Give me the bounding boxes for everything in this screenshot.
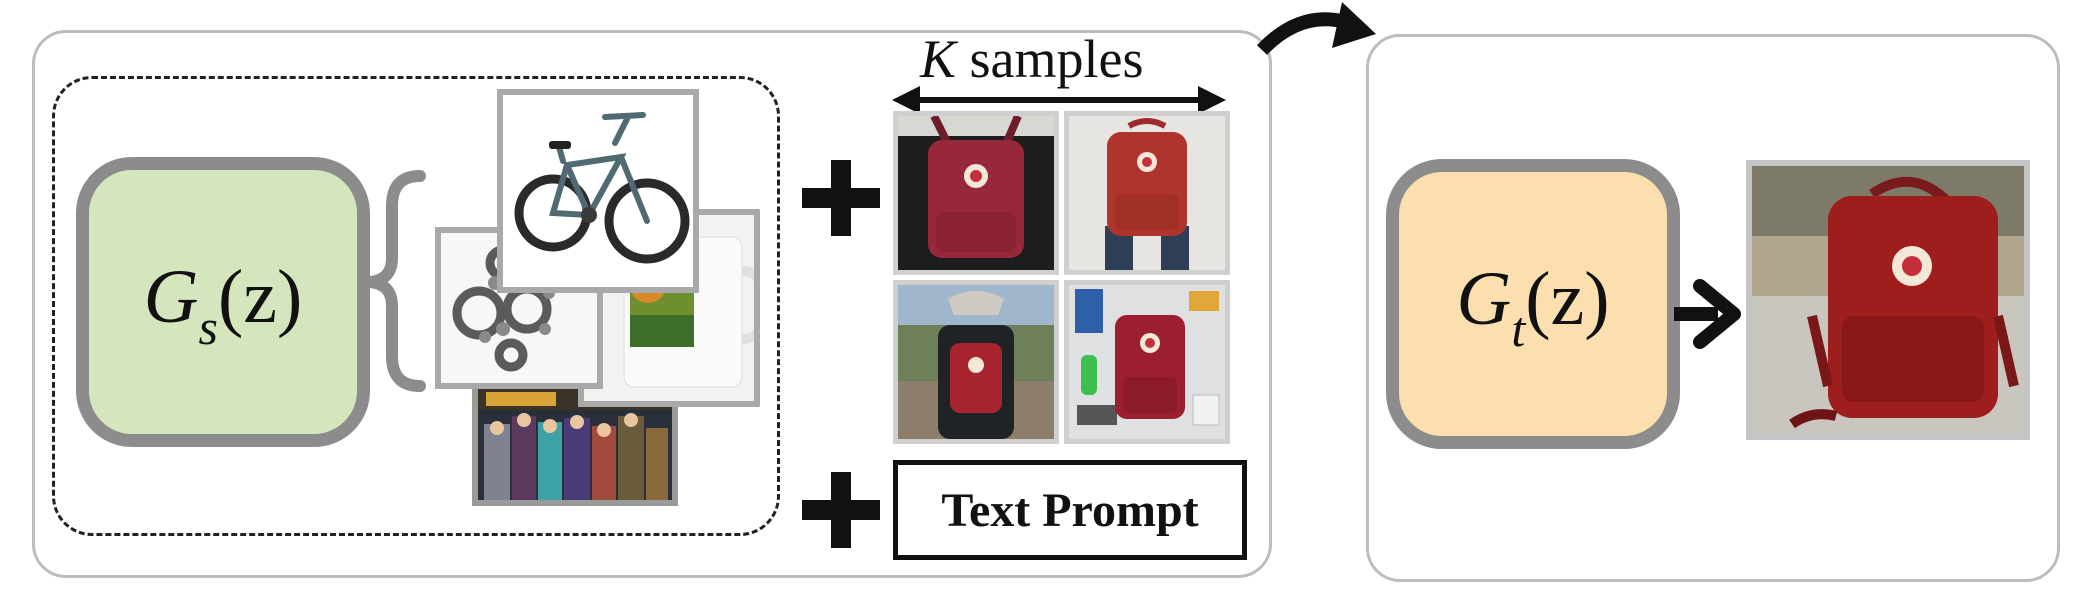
target-generator-label: Gt(z) (1456, 256, 1610, 357)
backpack-held-image (1069, 116, 1225, 270)
generated-backpack-image (1752, 166, 2024, 434)
backpack-flatlay-image (1069, 285, 1225, 439)
text-prompt-box: Text Prompt (893, 460, 1247, 560)
sample-image-4 (1064, 280, 1230, 444)
sample-image-2 (1064, 111, 1230, 275)
sample-image-3 (893, 280, 1059, 444)
curved-arrow-head (1332, 2, 1376, 48)
gs-base: G (143, 254, 199, 339)
gt-subscript: t (1511, 301, 1526, 358)
plus-icon (802, 160, 880, 236)
backpack-outdoor-image (898, 285, 1054, 439)
source-generator-label: Gs(z) (143, 254, 303, 355)
gs-arg: (z) (218, 254, 303, 339)
source-domain-region (52, 76, 780, 536)
sample-image-1 (893, 111, 1059, 275)
gt-base: G (1456, 256, 1512, 341)
gs-subscript: s (198, 299, 218, 356)
source-generator-box: Gs(z) (76, 157, 370, 447)
plus-icon-text (802, 472, 880, 548)
target-generator-box: Gt(z) (1386, 159, 1680, 449)
curved-arrow-icon (1256, 12, 1348, 55)
bicycle-image (503, 95, 693, 287)
backpack-worn-image (898, 116, 1054, 270)
thumbnail-bicycle (497, 89, 699, 293)
text-prompt-label: Text Prompt (941, 483, 1199, 537)
right-arrow-icon (1674, 279, 1741, 349)
k-symbol: K (920, 29, 957, 89)
samples-text: samples (956, 29, 1144, 89)
k-samples-label: K samples (920, 28, 1220, 98)
gt-arg: (z) (1525, 256, 1610, 341)
output-image (1746, 160, 2030, 440)
